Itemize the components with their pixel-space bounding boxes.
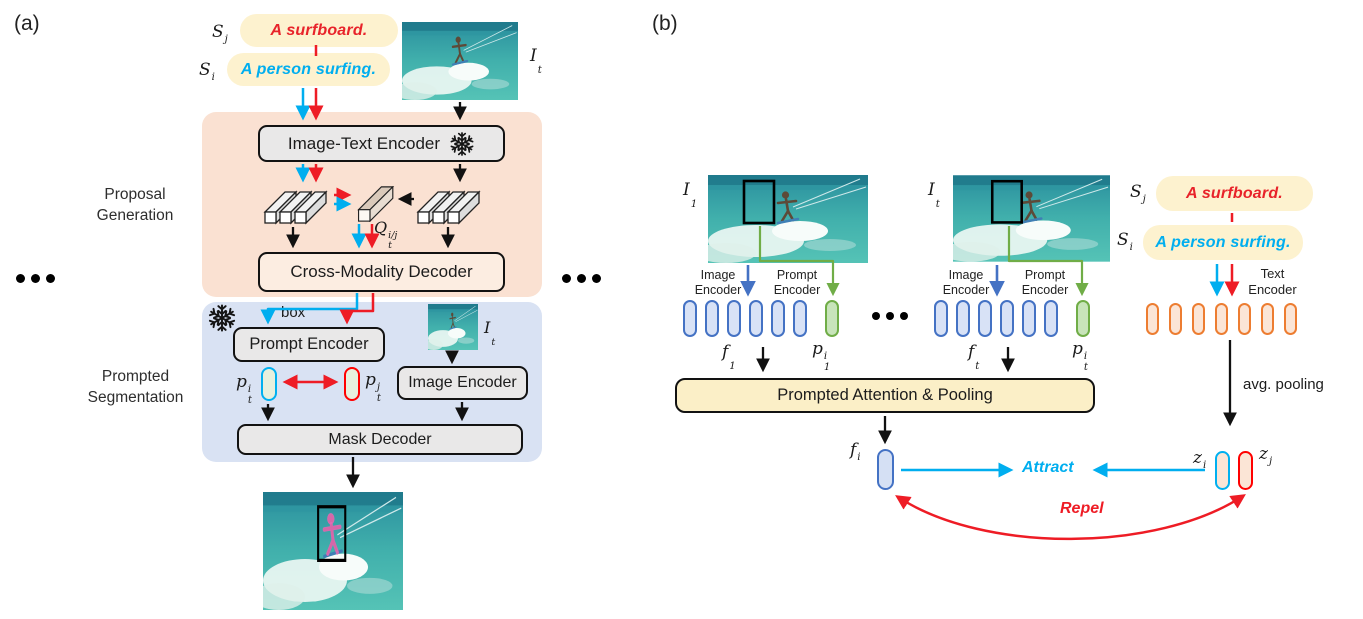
avg-pooling-label: avg. pooling <box>1243 376 1324 393</box>
image-encoder-box-a: Image Encoder <box>397 366 528 400</box>
text-token-stack <box>263 190 328 225</box>
ellipsis-left <box>16 274 55 283</box>
attract-label: Attract <box>1022 459 1074 476</box>
text-embedding-i-capsule <box>1215 451 1230 490</box>
mask-decoder-box: Mask Decoder <box>237 424 523 455</box>
prompt-token-frame1 <box>825 300 839 337</box>
pooled-feature-capsule <box>877 449 894 490</box>
prompted-attention-pooling-box: Prompted Attention & Pooling <box>675 378 1095 413</box>
token-row-frame1 <box>683 300 839 337</box>
detected-box-overlay <box>317 505 347 562</box>
box-prompt-label: box <box>281 304 306 321</box>
snowflake-icon <box>449 131 475 157</box>
prompt-text-surfboard-a: A surfboard. <box>270 21 368 39</box>
frame1-box-prompt <box>742 179 776 225</box>
input-frame-photo-a <box>402 22 518 100</box>
ellipsis-frames-b <box>872 312 908 320</box>
cross-modality-decoder-box: Cross-Modality Decoder <box>258 252 505 292</box>
frame-t-box-prompt <box>990 179 1023 224</box>
image-text-encoder-box: Image-Text Encoder <box>258 125 505 162</box>
panel-b-tag: (b) <box>652 12 678 35</box>
prompt-bubble-surfboard-a: A surfboard. <box>240 14 398 47</box>
input-frame-photo-a-small <box>428 304 478 350</box>
text-embedding-j-capsule <box>1238 451 1253 490</box>
image-token-stack <box>416 190 481 225</box>
query-token <box>357 186 395 222</box>
frame1-photo <box>708 175 868 263</box>
panel-a-tag: (a) <box>14 12 40 35</box>
prompt-encoder-box-a: Prompt Encoder <box>233 327 385 362</box>
prompt-text-person-a: A person surfing. <box>240 60 377 78</box>
repel-label: Repel <box>1060 500 1104 517</box>
text-token-row <box>1146 303 1297 335</box>
frame-t-photo <box>953 175 1110 262</box>
prompt-token-frame-t <box>1076 300 1090 337</box>
prompt-embedding-j <box>344 367 360 401</box>
prompt-bubble-surfboard-b: A surfboard. <box>1156 176 1313 211</box>
snowflake-icon-frozen-sam <box>206 302 238 334</box>
ellipsis-right-a <box>562 274 601 283</box>
prompt-bubble-person-b: A person surfing. <box>1143 225 1303 260</box>
token-row-frame-t <box>934 300 1090 337</box>
prompt-embedding-i <box>261 367 277 401</box>
output-segmentation-photo <box>263 492 403 610</box>
prompt-bubble-person-a: A person surfing. <box>227 53 390 86</box>
